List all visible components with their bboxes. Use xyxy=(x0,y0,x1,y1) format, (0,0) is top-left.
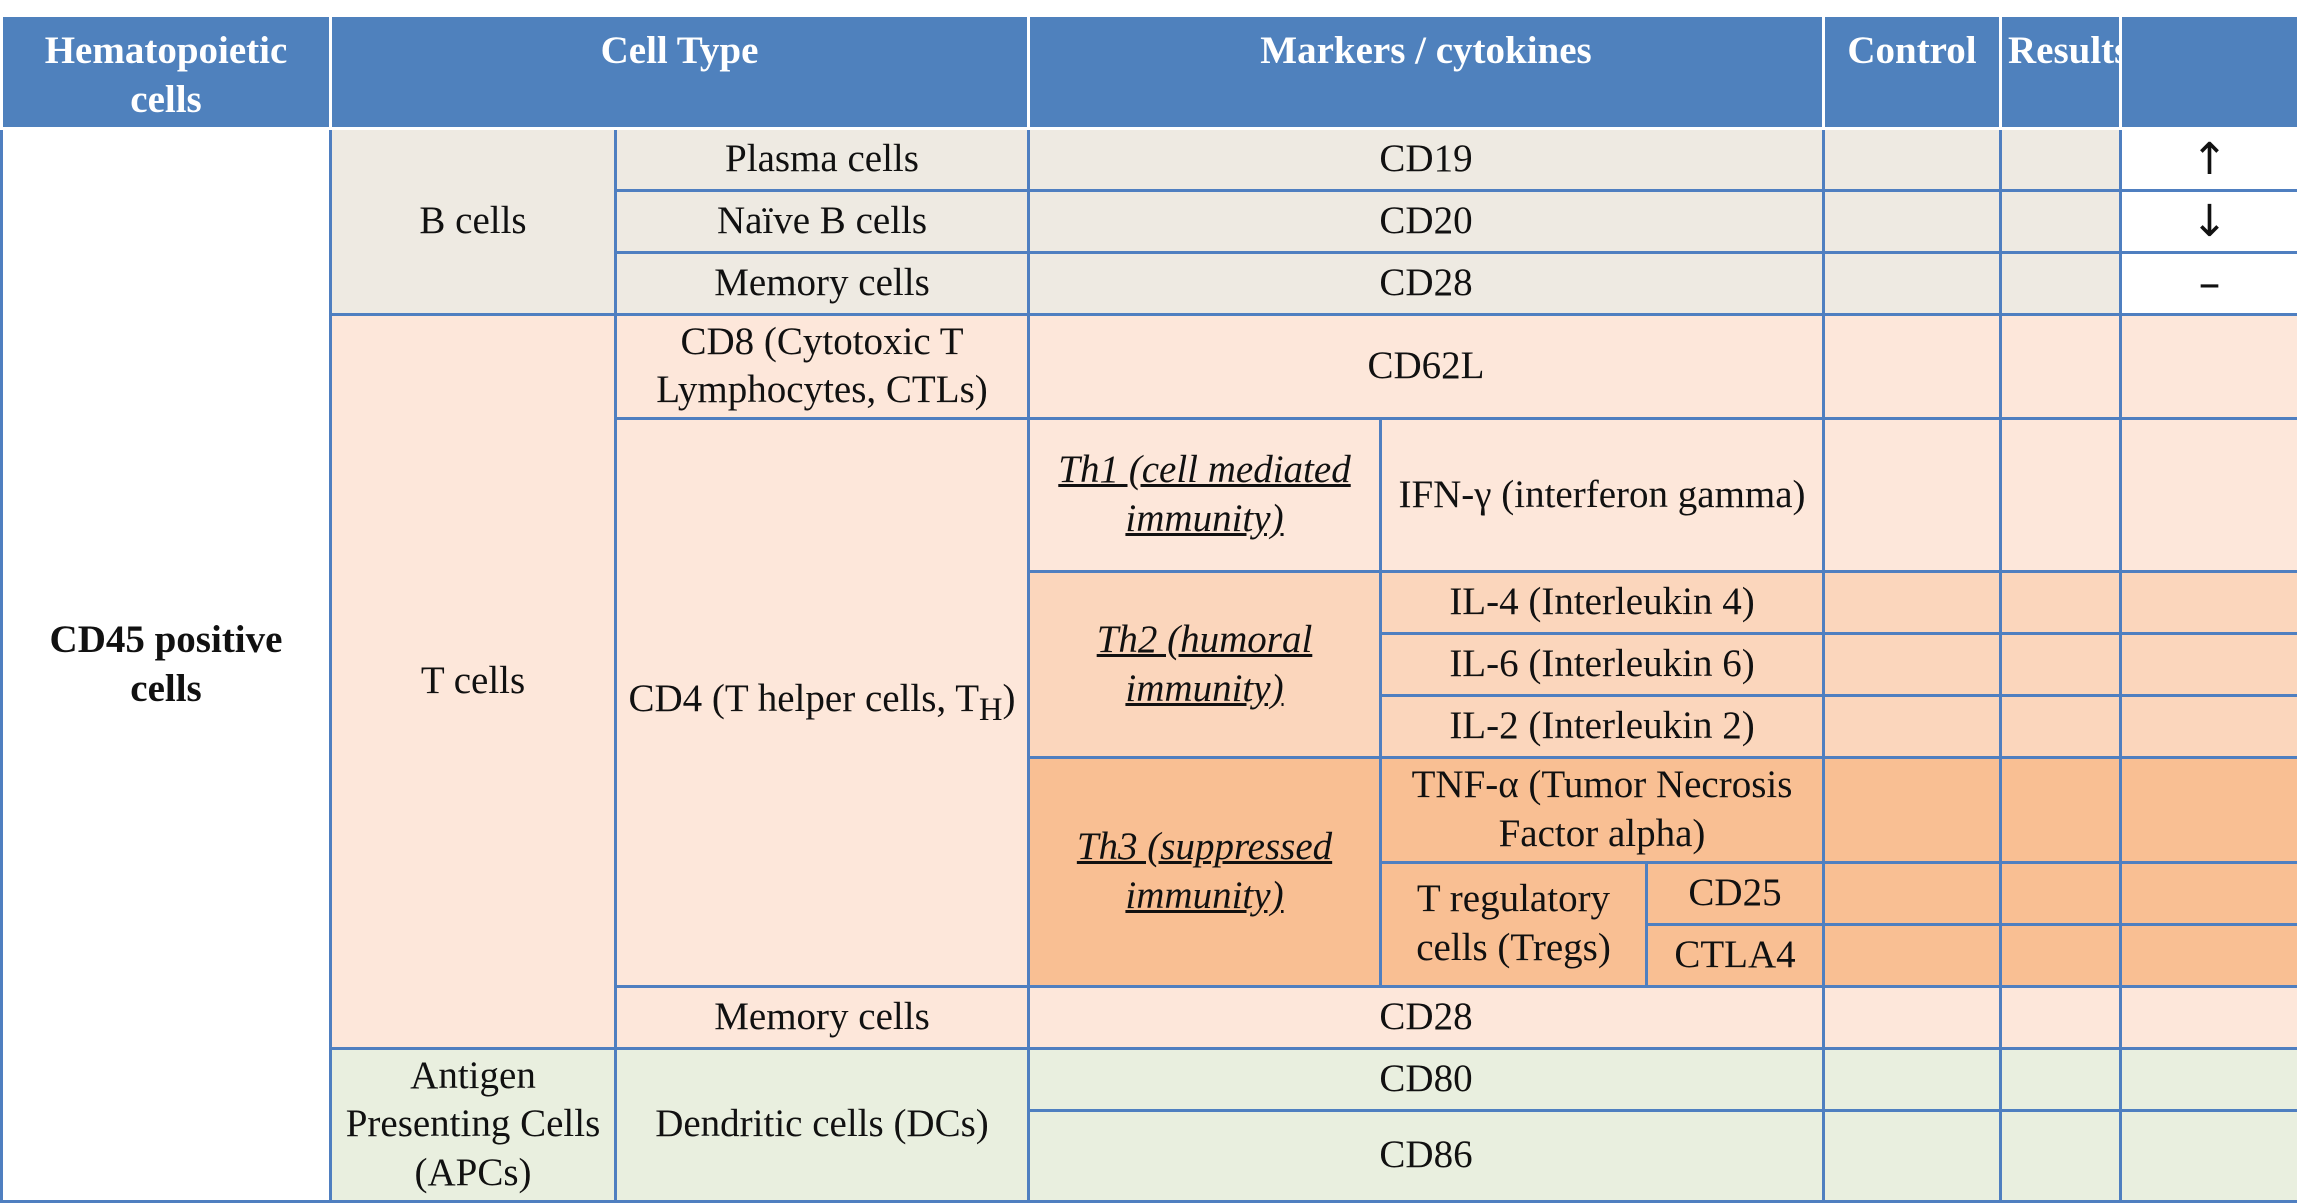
results-cell xyxy=(2001,419,2121,572)
marker-cd20: CD20 xyxy=(1029,190,1824,252)
header-markers: Markers / cytokines xyxy=(1029,16,1824,129)
th1-label: Th1 (cell mediated immunity) xyxy=(1029,419,1381,572)
extra-cell xyxy=(2121,419,2297,572)
results-cell xyxy=(2001,862,2121,924)
table-row: CD45 positive cells B cells Plasma cells… xyxy=(2,128,2297,190)
results-cell xyxy=(2001,252,2121,314)
extra-cell xyxy=(2121,572,2297,634)
cell-marker-table: Hematopoietic cells Cell Type Markers / … xyxy=(0,14,2297,1203)
marker-cd25: CD25 xyxy=(1647,862,1824,924)
header-extra xyxy=(2121,16,2297,129)
results-cell xyxy=(2001,758,2121,863)
extra-cell xyxy=(2121,1110,2297,1201)
results-cell xyxy=(2001,128,2121,190)
marker-ifn-gamma: IFN-γ (interferon gamma) xyxy=(1381,419,1824,572)
cd45-positive-cells: CD45 positive cells xyxy=(2,128,331,1201)
results-cell xyxy=(2001,1110,2121,1201)
extra-cell xyxy=(2121,862,2297,924)
results-cell xyxy=(2001,986,2121,1048)
results-cell xyxy=(2001,924,2121,986)
cd4-t-helper: CD4 (T helper cells, TH) xyxy=(616,419,1029,987)
control-cell xyxy=(1824,252,2001,314)
table-row: Antigen Presenting Cells (APCs) Dendriti… xyxy=(2,1048,2297,1110)
control-cell xyxy=(1824,128,2001,190)
extra-cell xyxy=(2121,634,2297,696)
apc-label: Antigen Presenting Cells (APCs) xyxy=(331,1048,616,1201)
marker-il2: IL-2 (Interleukin 2) xyxy=(1381,696,1824,758)
t-memory-cells: Memory cells xyxy=(616,986,1029,1048)
extra-cell xyxy=(2121,758,2297,863)
marker-cd19: CD19 xyxy=(1029,128,1824,190)
marker-cd86: CD86 xyxy=(1029,1110,1824,1201)
marker-cd28-t: CD28 xyxy=(1029,986,1824,1048)
extra-cell xyxy=(2121,986,2297,1048)
control-cell xyxy=(1824,862,2001,924)
results-cell xyxy=(2001,634,2121,696)
control-cell xyxy=(1824,758,2001,863)
up-arrow-icon: ↑ xyxy=(2121,128,2297,190)
results-cell xyxy=(2001,1048,2121,1110)
extra-cell xyxy=(2121,696,2297,758)
th2-label: Th2 (humoral immunity) xyxy=(1029,572,1381,758)
th3-label: Th3 (suppressed immunity) xyxy=(1029,758,1381,987)
header-hematopoietic: Hematopoietic cells xyxy=(2,16,331,129)
control-cell xyxy=(1824,572,2001,634)
b-memory-cells: Memory cells xyxy=(616,252,1029,314)
marker-cd28: CD28 xyxy=(1029,252,1824,314)
control-cell xyxy=(1824,419,2001,572)
extra-cell xyxy=(2121,1048,2297,1110)
header-cell-type: Cell Type xyxy=(331,16,1029,129)
marker-cd62l: CD62L xyxy=(1029,314,1824,419)
naive-b-cells: Naïve B cells xyxy=(616,190,1029,252)
header-control: Control xyxy=(1824,16,2001,129)
plasma-cells: Plasma cells xyxy=(616,128,1029,190)
marker-tnf-alpha: TNF-α (Tumor Necrosis Factor alpha) xyxy=(1381,758,1824,863)
control-cell xyxy=(1824,1048,2001,1110)
dash-icon: – xyxy=(2121,252,2297,314)
extra-cell xyxy=(2121,924,2297,986)
results-cell xyxy=(2001,696,2121,758)
marker-ctla4: CTLA4 xyxy=(1647,924,1824,986)
cd8-ctl: CD8 (Cytotoxic T Lymphocytes, CTLs) xyxy=(616,314,1029,419)
header-results: Results xyxy=(2001,16,2121,129)
table-row: T cells CD8 (Cytotoxic T Lymphocytes, CT… xyxy=(2,314,2297,419)
control-cell xyxy=(1824,924,2001,986)
results-cell xyxy=(2001,190,2121,252)
extra-cell xyxy=(2121,314,2297,419)
results-cell xyxy=(2001,314,2121,419)
control-cell xyxy=(1824,986,2001,1048)
control-cell xyxy=(1824,314,2001,419)
marker-il6: IL-6 (Interleukin 6) xyxy=(1381,634,1824,696)
down-arrow-icon: ↓ xyxy=(2121,190,2297,252)
control-cell xyxy=(1824,190,2001,252)
control-cell xyxy=(1824,1110,2001,1201)
dendritic-cells: Dendritic cells (DCs) xyxy=(616,1048,1029,1201)
results-cell xyxy=(2001,572,2121,634)
b-cells-label: B cells xyxy=(331,128,616,314)
marker-il4: IL-4 (Interleukin 4) xyxy=(1381,572,1824,634)
control-cell xyxy=(1824,696,2001,758)
header-row: Hematopoietic cells Cell Type Markers / … xyxy=(2,16,2297,129)
marker-cd80: CD80 xyxy=(1029,1048,1824,1110)
t-cells-label: T cells xyxy=(331,314,616,1048)
tregs-label: T regulatory cells (Tregs) xyxy=(1381,862,1647,986)
control-cell xyxy=(1824,634,2001,696)
